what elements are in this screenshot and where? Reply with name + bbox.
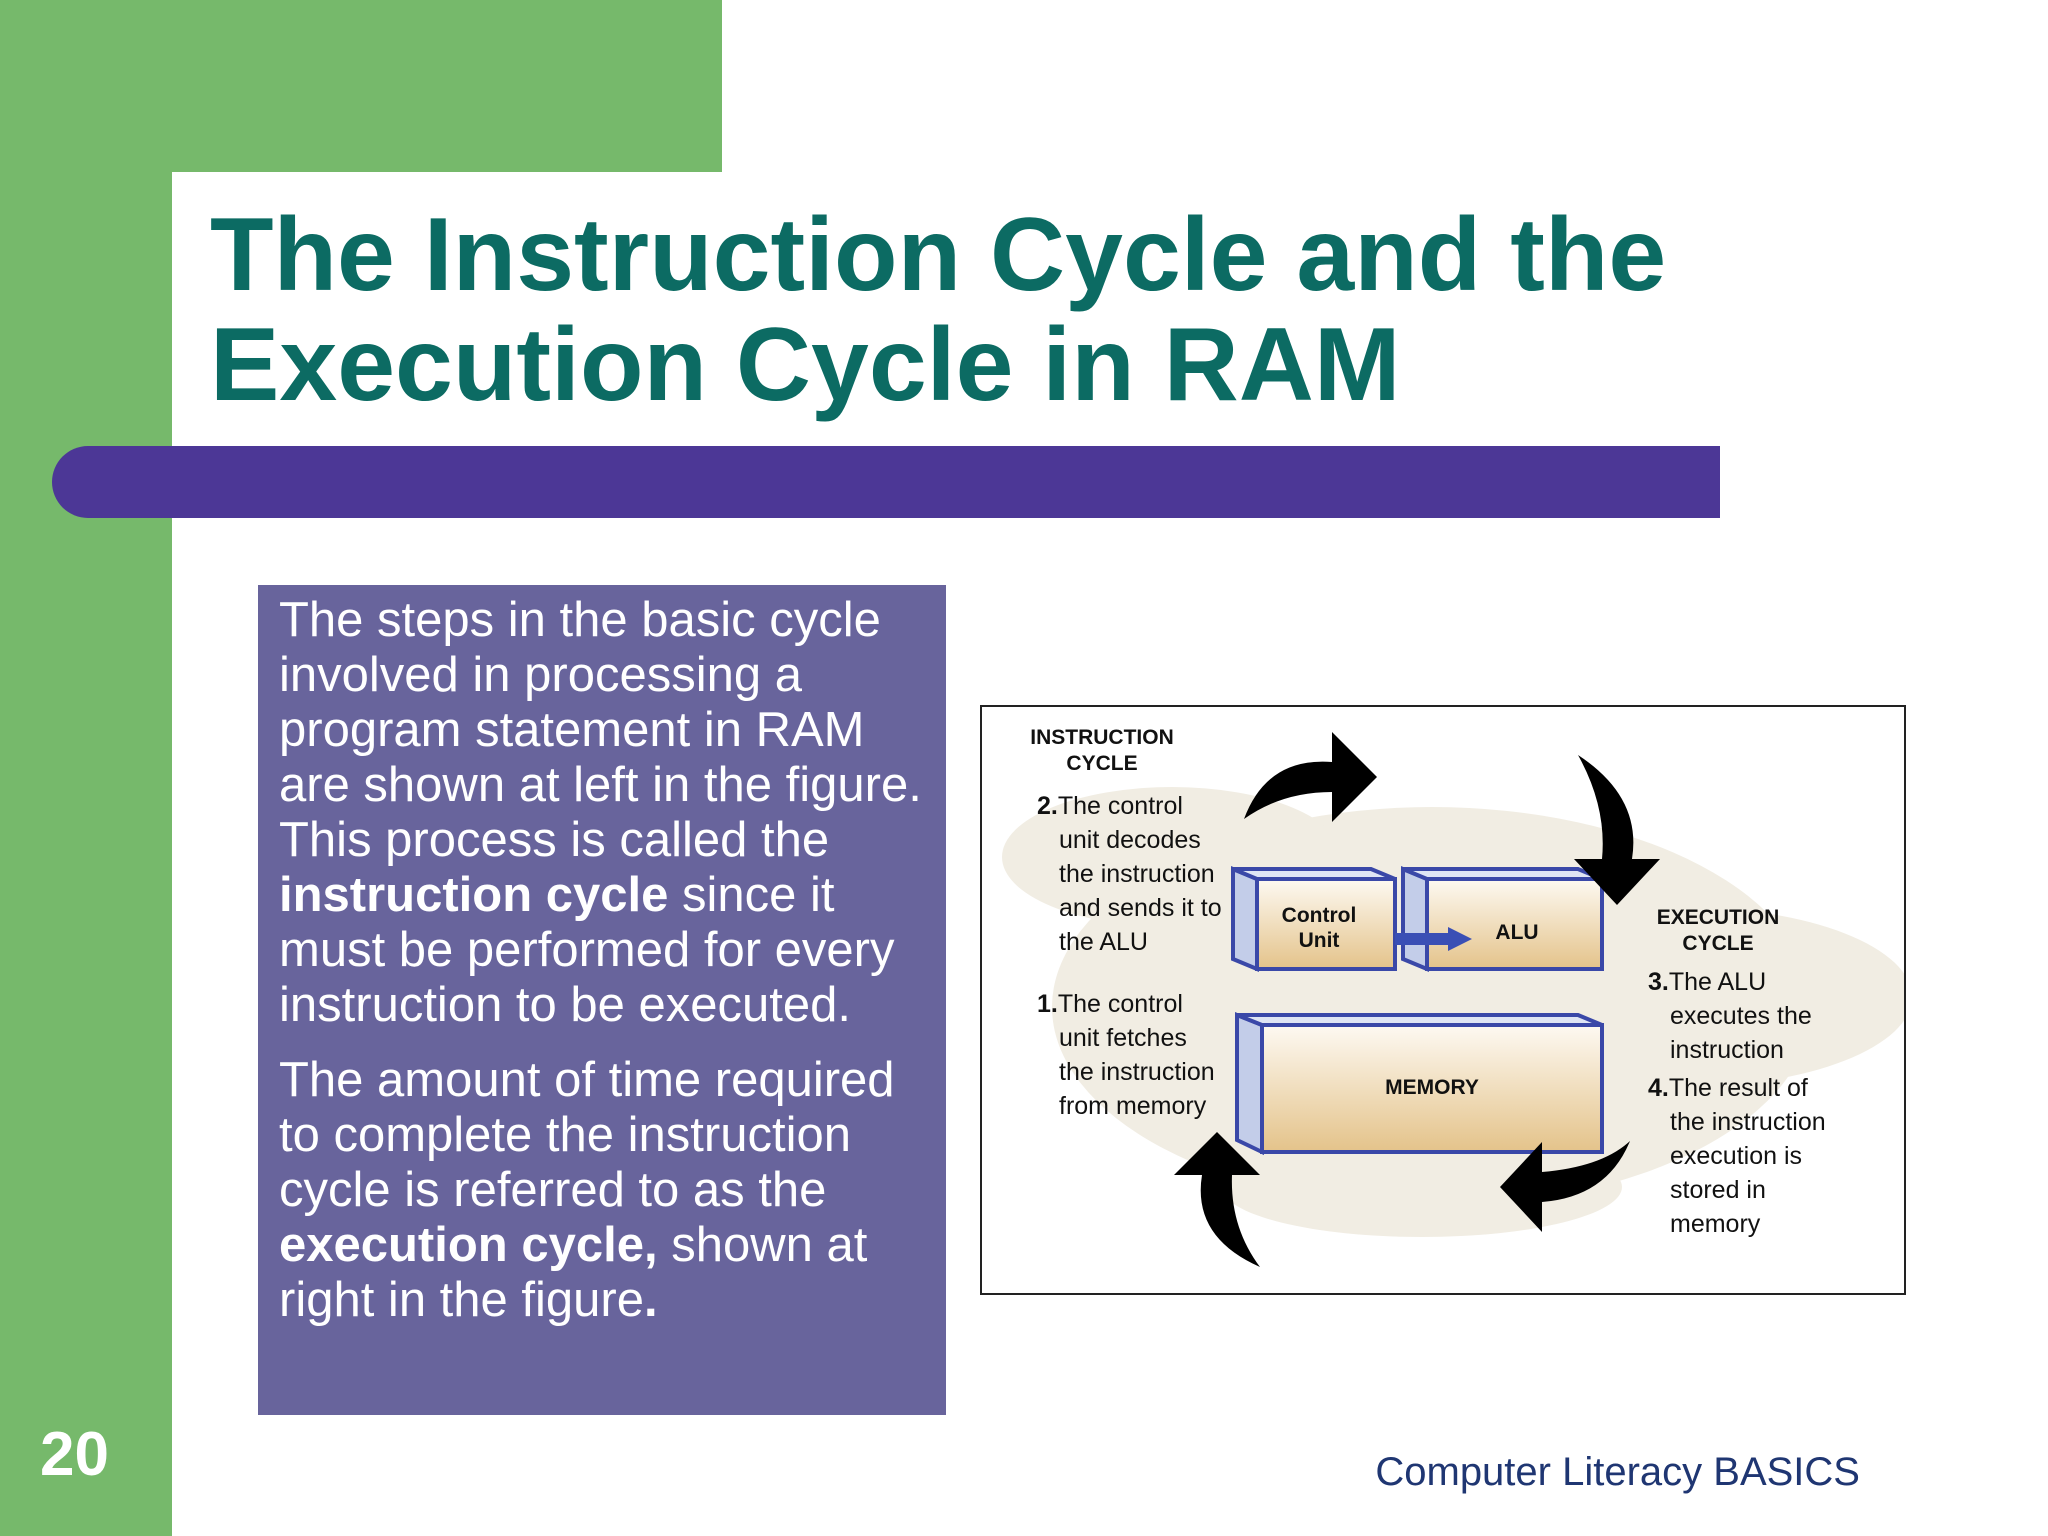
curved-arrow-top-right (1574, 755, 1660, 905)
slide-title-line-2: Execution Cycle in RAM (210, 307, 1401, 423)
execution-cycle-heading: EXECUTION CYCLE (1650, 905, 1786, 957)
alu-label: ALU (1495, 921, 1539, 944)
footer-course-title: Computer Literacy BASICS (1375, 1450, 1860, 1494)
curved-arrow-top-left (1244, 732, 1377, 822)
curved-arrow-bottom-right (1500, 1141, 1630, 1232)
cycle-diagram: INSTRUCTION CYCLE 2.The control unit dec… (980, 705, 1906, 1295)
step-4-line-3: execution is (1670, 1142, 1803, 1170)
control-unit-label: Control Unit (1244, 903, 1394, 953)
paragraph-2-period: . (644, 1273, 658, 1327)
curved-arrow-bottom-left (1174, 1132, 1260, 1267)
step-2-line-4: and sends it to (1059, 894, 1222, 922)
step-1-line-3: the instruction (1059, 1058, 1215, 1086)
description-textbox: The steps in the basic cycle involved in… (258, 585, 946, 1415)
step-4-line-5: memory (1670, 1210, 1761, 1238)
instruction-cycle-heading: INSTRUCTION CYCLE (1022, 725, 1182, 777)
step-1-number: 1. (1037, 990, 1058, 1018)
control-unit-label-line-2: Unit (1298, 929, 1340, 952)
step-2-number: 2. (1037, 792, 1058, 820)
title-underline-bar (52, 446, 1720, 518)
execution-cycle-paragraph: The amount of time required to complete … (279, 1053, 926, 1328)
step-1-line-4: from memory (1059, 1092, 1207, 1120)
step-2-text: 2.The control unit decodes the instructi… (1037, 789, 1222, 959)
execution-cycle-heading-line-2: CYCLE (1682, 932, 1754, 955)
step-1-line-1: The control (1057, 990, 1183, 1018)
step-4-line-2: the instruction (1670, 1108, 1826, 1136)
top-accent-bar (0, 0, 722, 172)
step-1-text: 1.The control unit fetches the instructi… (1037, 987, 1215, 1123)
execution-cycle-heading-line-1: EXECUTION (1656, 906, 1780, 929)
step-3-text: 3.The ALU executes the instruction (1648, 965, 1812, 1067)
step-2-line-3: the instruction (1059, 860, 1215, 888)
control-unit-box (1231, 866, 1397, 972)
step-1-line-2: unit fetches (1059, 1024, 1187, 1052)
step-2-line-5: the ALU (1059, 928, 1148, 956)
step-4-number: 4. (1648, 1074, 1669, 1102)
execution-cycle-term: execution cycle, (279, 1218, 658, 1272)
step-3-line-2: executes the (1670, 1002, 1812, 1030)
step-3-number: 3. (1648, 968, 1669, 996)
step-2-line-1: The control (1057, 792, 1183, 820)
instruction-cycle-heading-line-2: CYCLE (1066, 752, 1138, 775)
alu-box (1401, 866, 1604, 972)
slide-number: 20 (40, 1420, 109, 1489)
left-accent-bar (0, 0, 172, 1536)
step-2-line-2: unit decodes (1059, 826, 1201, 854)
step-4-line-4: stored in (1670, 1176, 1766, 1204)
slide-title: The Instruction Cycle and the Execution … (210, 200, 1770, 420)
step-4-text: 4.The result of the instruction executio… (1648, 1071, 1826, 1241)
instruction-cycle-heading-line-1: INSTRUCTION (1030, 726, 1174, 749)
instruction-cycle-paragraph: The steps in the basic cycle involved in… (279, 593, 926, 1033)
memory-label: MEMORY (1385, 1076, 1479, 1099)
paragraph-1-text-a: The steps in the basic cycle involved in… (279, 593, 922, 867)
step-3-line-1: The ALU (1668, 968, 1767, 996)
paragraph-2-text-b: shown at right in the figure (279, 1218, 868, 1327)
slide-title-line-1: The Instruction Cycle and the (210, 197, 1667, 313)
control-unit-label-line-1: Control (1281, 904, 1357, 927)
step-3-line-3: instruction (1670, 1036, 1784, 1064)
control-to-alu-arrow (1395, 927, 1472, 951)
paragraph-2-text-a: The amount of time required to complete … (279, 1053, 895, 1217)
step-4-line-1: The result of (1668, 1074, 1808, 1102)
paragraph-1-text-b: since it must be performed for every ins… (279, 868, 895, 1032)
cycle-diagram-graphics (1002, 732, 1904, 1267)
instruction-cycle-term: instruction cycle (279, 868, 669, 922)
memory-box (1235, 1012, 1604, 1156)
